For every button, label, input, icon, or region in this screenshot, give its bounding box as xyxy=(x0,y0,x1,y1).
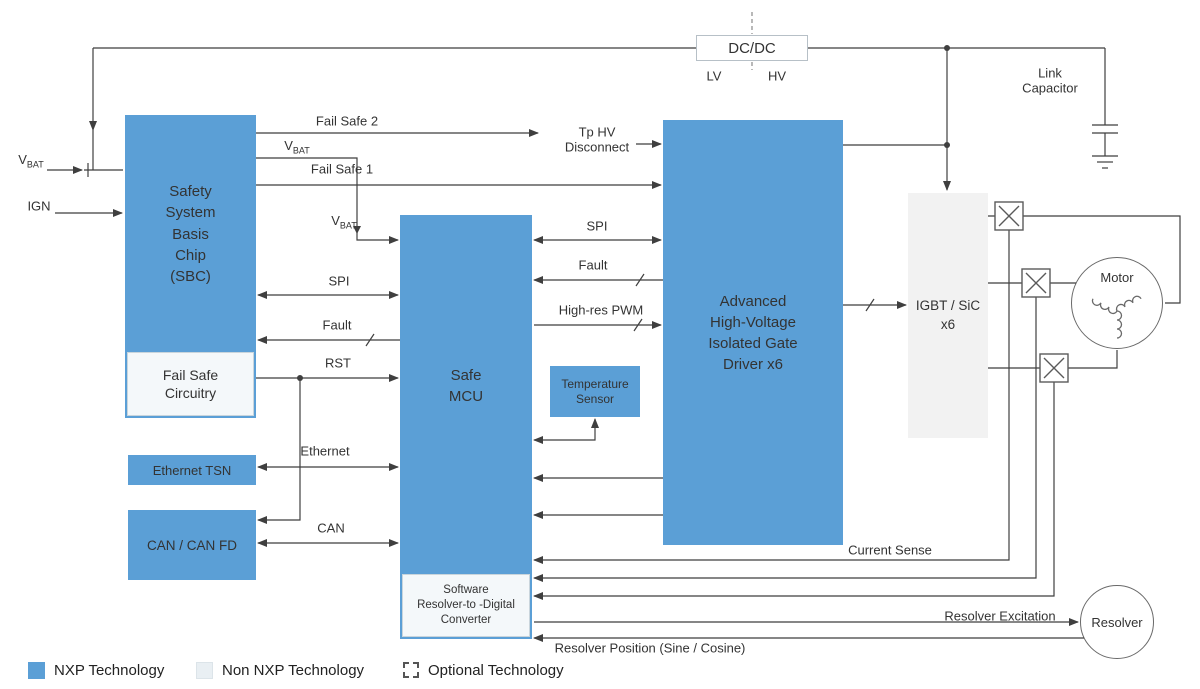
gate-driver-label: Advanced High-Voltage Isolated Gate Driv… xyxy=(708,292,798,373)
line-temperature-sensor xyxy=(533,418,599,444)
signal-label-fault-sbc: Fault xyxy=(322,317,352,333)
signal-label-high-res-pwm: High-res PWM xyxy=(558,302,644,318)
ethernet-tsn-label: Ethernet TSN xyxy=(152,462,232,478)
signal-label-can: CAN xyxy=(317,520,345,536)
legend-item-non-nxp: Non NXP Technology xyxy=(196,661,364,679)
signal-label-vbat-sbc: VBAT xyxy=(284,137,310,156)
line-phase-3 xyxy=(988,350,1118,369)
label-hv: HV xyxy=(767,68,787,84)
signal-label-ethernet: Ethernet xyxy=(300,443,350,459)
signal-label-resolver-position: Resolver Position (Sine / Cosine) xyxy=(554,640,746,656)
bus-slash xyxy=(633,318,643,332)
fail-safe-circuitry-block: Fail Safe Circuitry xyxy=(127,352,254,416)
junction-dots xyxy=(297,45,950,381)
current-sensor-symbol xyxy=(1039,353,1069,383)
signal-label-vbat-mcu: VBAT xyxy=(331,212,357,231)
nxp-color-swatch xyxy=(28,661,45,679)
temperature-sensor-block: Temperature Sensor xyxy=(550,366,640,417)
signal-label-rst: RST xyxy=(325,355,351,371)
bus-slash xyxy=(365,333,375,347)
signal-label-current-sense: Current Sense xyxy=(848,542,932,558)
motor-symbol: Motor xyxy=(1071,257,1163,349)
sbc-block: Safety System Basis Chip (SBC) Fail Safe… xyxy=(125,115,256,418)
input-label-ign: IGN xyxy=(27,198,51,214)
legend-item-nxp: NXP Technology xyxy=(28,661,164,679)
optional-technology-swatch xyxy=(403,662,419,678)
gate-driver-block: Advanced High-Voltage Isolated Gate Driv… xyxy=(663,120,843,545)
dcdc-label: DC/DC xyxy=(728,39,776,57)
label-lv: LV xyxy=(706,68,722,84)
ethernet-tsn-block: Ethernet TSN xyxy=(128,455,256,485)
can-block-label: CAN / CAN FD xyxy=(146,537,237,553)
current-sensor-symbols xyxy=(994,201,1069,383)
temperature-sensor-label: Temperature Sensor xyxy=(561,376,629,406)
sbc-label: Safety System Basis Chip (SBC) xyxy=(165,183,216,286)
legend-item-optional: Optional Technology xyxy=(403,661,564,679)
safe-mcu-block: Safe MCU Software Resolver-to -Digital C… xyxy=(400,215,532,639)
safe-mcu-label: Safe MCU xyxy=(448,367,484,405)
motor-label: Motor xyxy=(1100,270,1134,285)
signal-label-spi-sbc: SPI xyxy=(328,273,350,289)
bus-slash xyxy=(635,273,645,287)
line-failsafe-to-can xyxy=(257,378,301,524)
legend-label-non-nxp: Non NXP Technology xyxy=(222,661,365,679)
current-sensor-symbol xyxy=(1021,268,1051,298)
resolver-label: Resolver xyxy=(1091,614,1143,630)
legend-label-optional: Optional Technology xyxy=(428,661,564,679)
current-sensor-symbol xyxy=(994,201,1024,231)
igbt-sic-label: IGBT / SiC x6 xyxy=(915,298,981,332)
dcdc-block: DC/DC xyxy=(696,35,808,61)
signal-label-fault-driver: Fault xyxy=(578,257,608,273)
bus-slash xyxy=(865,298,875,312)
software-rdc-label: Software Resolver-to -Digital Converter xyxy=(417,584,515,626)
signal-label-tp-hv-disconnect: Tp HV Disconnect xyxy=(564,124,630,155)
igbt-sic-block: IGBT / SiC x6 xyxy=(908,193,988,438)
software-rdc-block: Software Resolver-to -Digital Converter xyxy=(402,574,530,637)
signal-label-resolver-excitation: Resolver Excitation xyxy=(944,608,1056,624)
signal-label-fail-safe-1: Fail Safe 1 xyxy=(310,161,374,177)
label-link-capacitor: Link Capacitor xyxy=(1022,65,1078,96)
fail-safe-circuitry-label: Fail Safe Circuitry xyxy=(162,366,219,401)
can-block: CAN / CAN FD xyxy=(128,510,256,580)
input-label-vbat: VBAT xyxy=(18,151,44,170)
non-nxp-color-swatch xyxy=(196,661,213,679)
resolver-symbol: Resolver xyxy=(1080,585,1154,659)
signal-label-fail-safe-2: Fail Safe 2 xyxy=(315,113,379,129)
legend-label-nxp: NXP Technology xyxy=(54,661,165,679)
signal-label-spi-driver: SPI xyxy=(586,218,608,234)
